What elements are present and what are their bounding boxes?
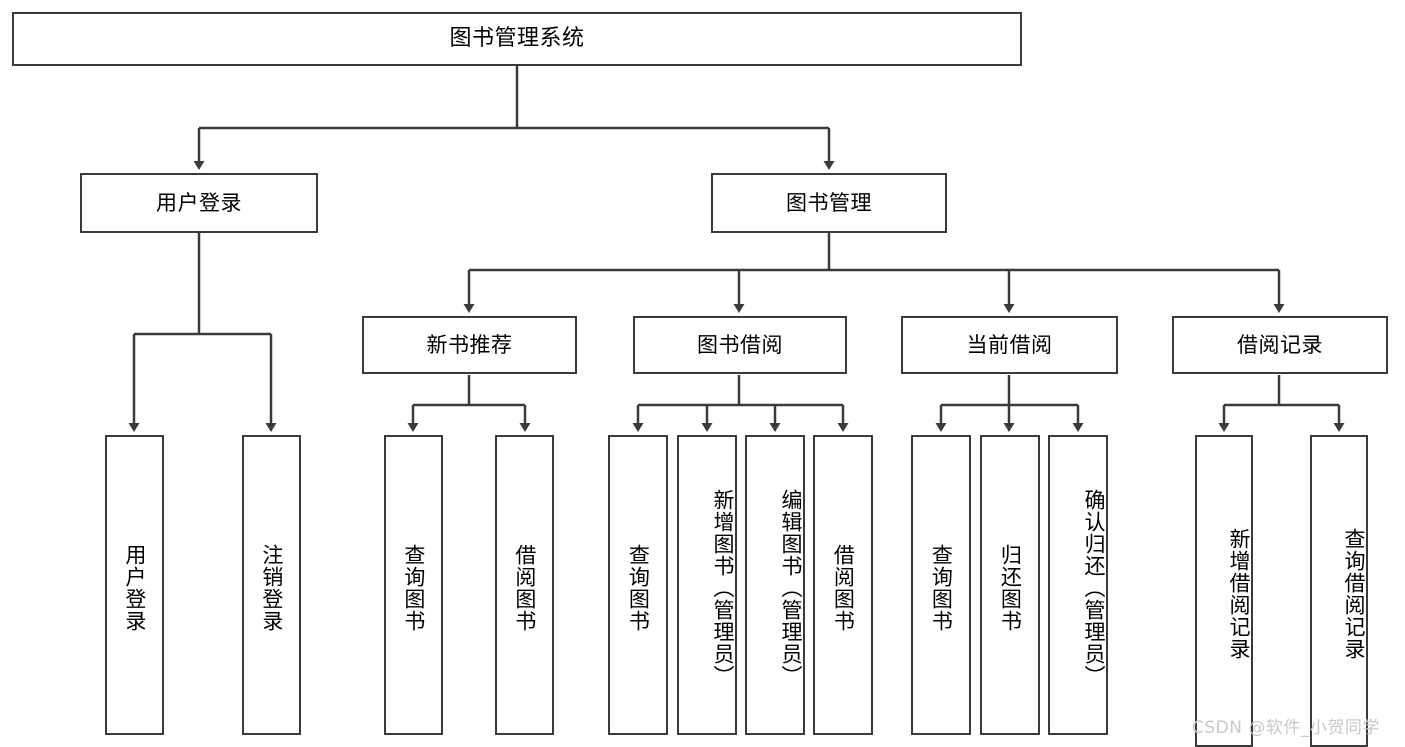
leaf-current-confirm-return-admin[interactable]: 确认归还（管理员） [1048, 435, 1108, 735]
node-borrow-record[interactable]: 借阅记录 [1172, 316, 1388, 374]
node-label: 图书管理系统 [449, 26, 585, 52]
node-label: 图书管理 [786, 190, 872, 215]
node-label: 查询图书 [401, 544, 426, 632]
node-book-management[interactable]: 图书管理 [711, 173, 947, 233]
node-label: 借阅图书 [831, 544, 856, 632]
node-label: 编辑图书（管理员） [779, 489, 803, 687]
node-label: 借阅记录 [1237, 332, 1323, 357]
leaf-user-login-signout[interactable]: 注销登录 [242, 435, 301, 735]
leaf-record-add-record[interactable]: 新增借阅记录 [1195, 435, 1253, 747]
node-label: 当前借阅 [966, 332, 1053, 357]
leaf-record-query-record[interactable]: 查询借阅记录 [1310, 435, 1368, 747]
leaf-borrow-add-book-admin[interactable]: 新增图书（管理员） [677, 435, 737, 735]
node-label: 用户登录 [122, 544, 147, 632]
leaf-recommend-borrow-book[interactable]: 借阅图书 [495, 435, 554, 735]
node-new-book-recommend[interactable]: 新书推荐 [362, 316, 577, 374]
node-book-borrow[interactable]: 图书借阅 [633, 316, 847, 374]
node-label: 确认归还（管理员） [1082, 489, 1106, 687]
node-label: 注销登录 [259, 544, 284, 632]
leaf-current-query-book[interactable]: 查询图书 [911, 435, 971, 735]
node-label: 用户登录 [156, 190, 242, 215]
node-label: 查询图书 [626, 544, 651, 632]
node-label: 新增借阅记录 [1227, 528, 1251, 660]
csdn-watermark: CSDN @软件_小贺同学 [1192, 718, 1380, 738]
node-label: 借阅图书 [512, 544, 537, 632]
leaf-borrow-edit-book-admin[interactable]: 编辑图书（管理员） [745, 435, 805, 735]
node-label: 查询图书 [929, 544, 954, 632]
leaf-recommend-query-book[interactable]: 查询图书 [384, 435, 443, 735]
node-label: 图书借阅 [697, 332, 783, 357]
node-root-system[interactable]: 图书管理系统 [12, 12, 1022, 66]
node-label: 归还图书 [998, 544, 1023, 632]
node-label: 查询借阅记录 [1342, 528, 1366, 660]
leaf-user-login-signin[interactable]: 用户登录 [105, 435, 164, 735]
node-current-borrow[interactable]: 当前借阅 [901, 316, 1118, 374]
leaf-borrow-query-book[interactable]: 查询图书 [608, 435, 668, 735]
node-user-login[interactable]: 用户登录 [80, 173, 318, 233]
leaf-borrow-borrow-book[interactable]: 借阅图书 [813, 435, 873, 735]
node-label: 新书推荐 [426, 332, 513, 357]
node-label: 新增图书（管理员） [711, 489, 735, 687]
leaf-current-return-book[interactable]: 归还图书 [980, 435, 1040, 735]
